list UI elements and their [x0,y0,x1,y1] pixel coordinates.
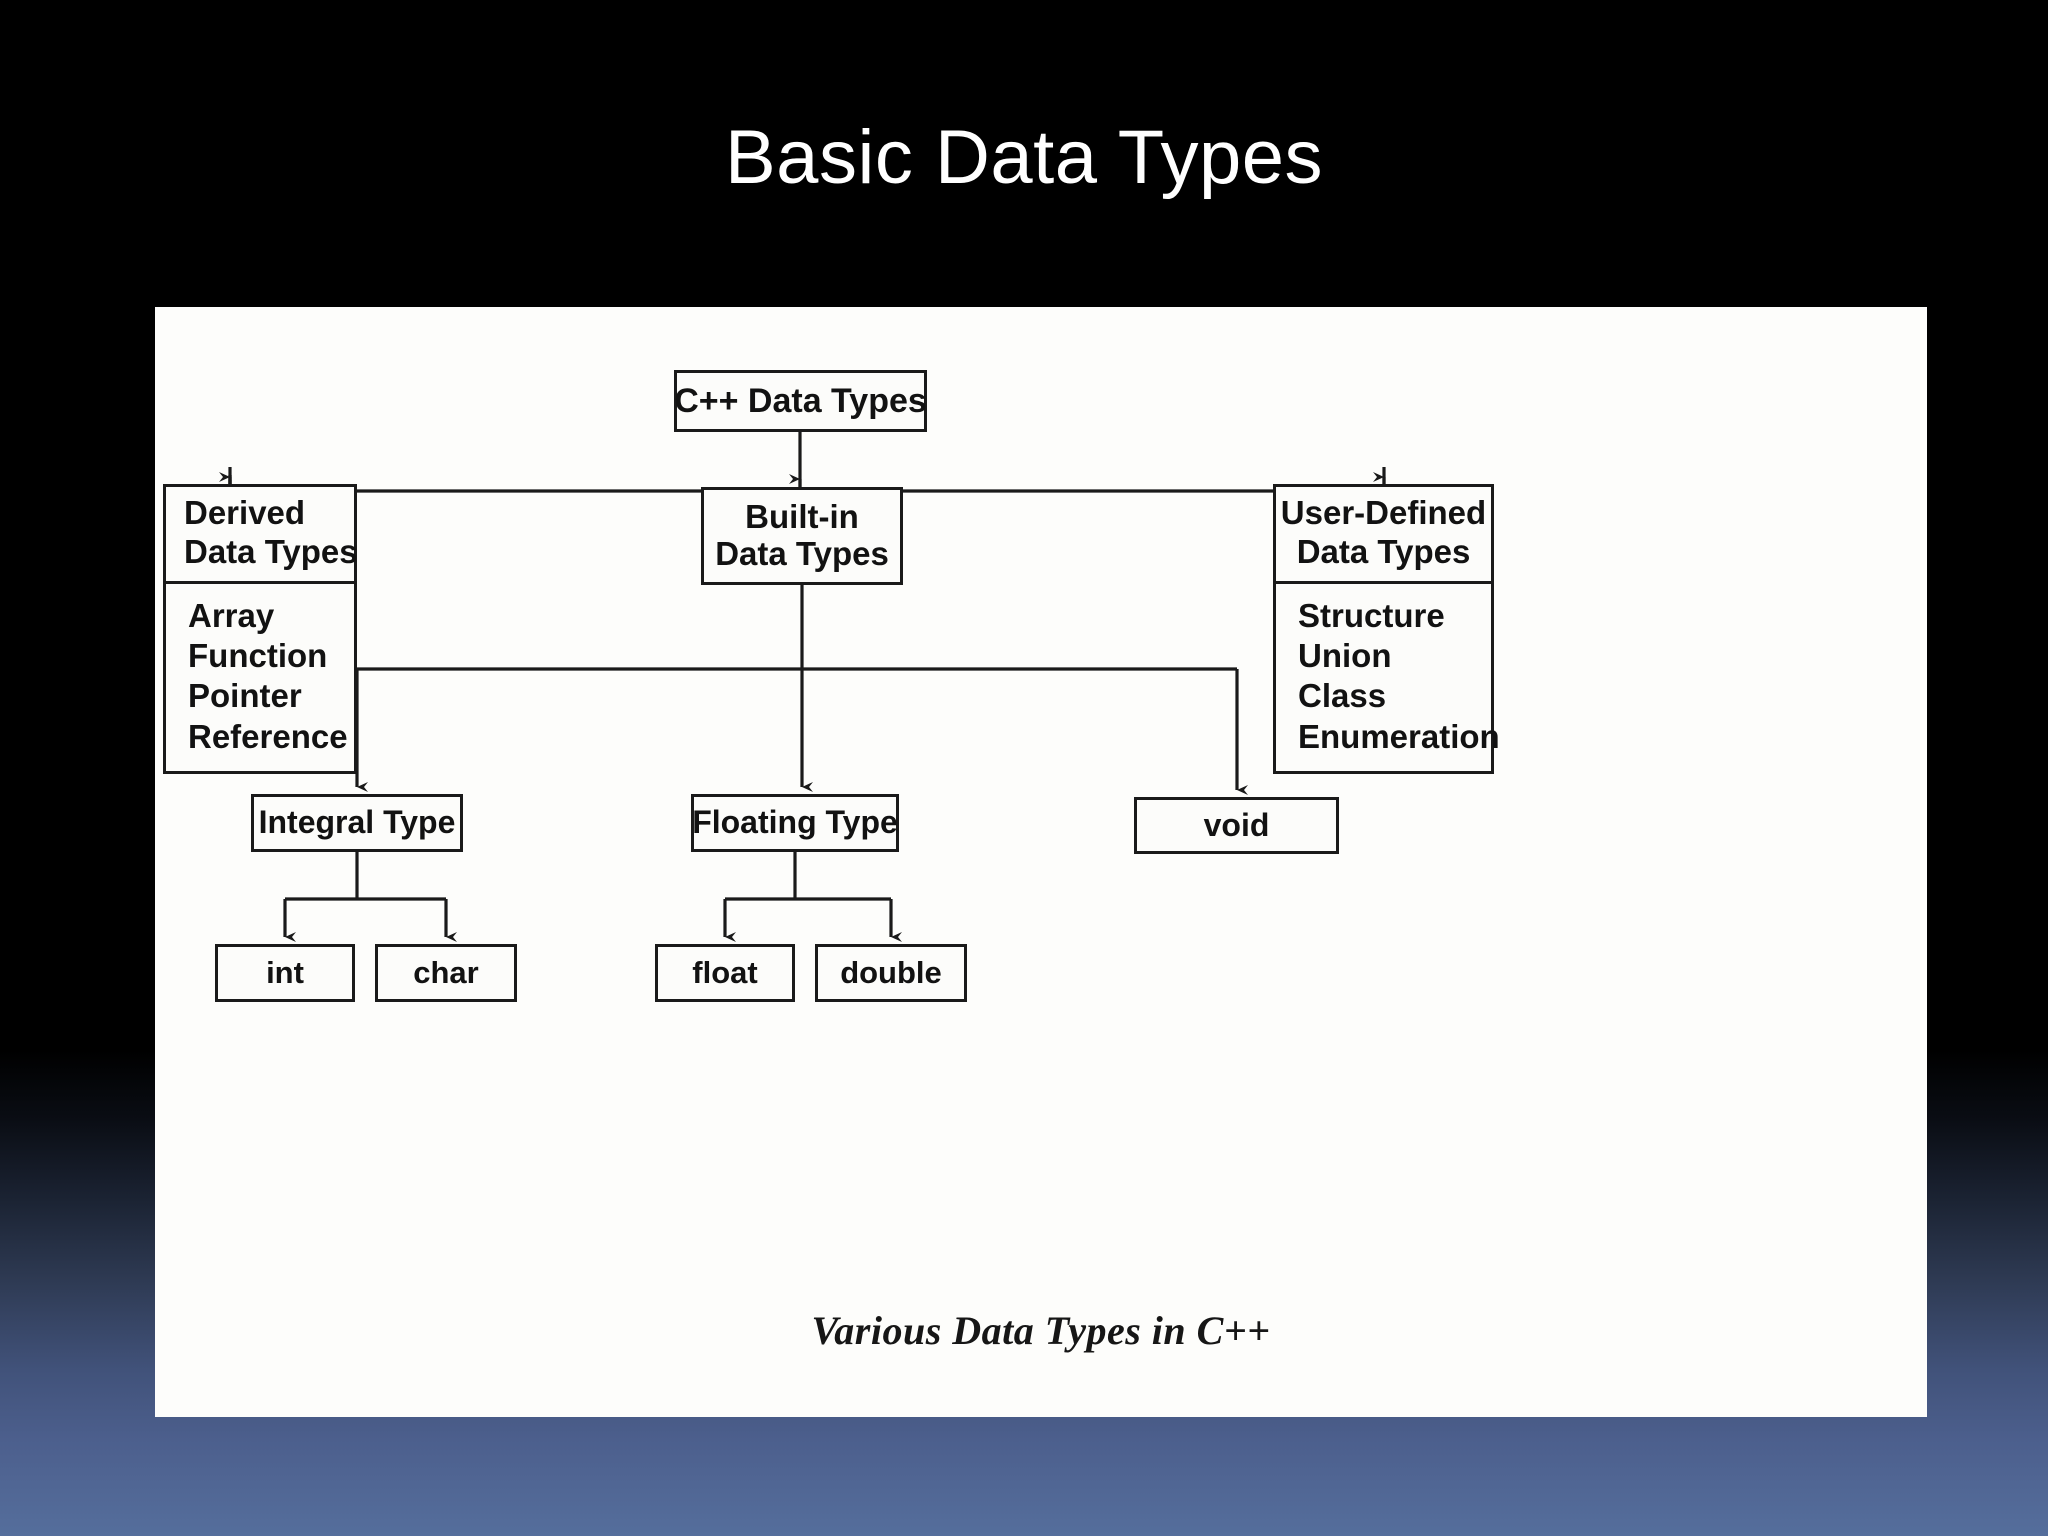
node-label: char [413,954,479,990]
node-label: void [1203,806,1270,843]
list-item: Structure [1298,596,1445,634]
node-label: int [266,954,304,990]
node-void[interactable]: void [1134,797,1339,854]
node-label: Integral Type [258,804,456,841]
node-label: Floating Type [692,804,898,841]
list-item: Reference [188,717,348,755]
node-title-line-1: User-Defined [1280,494,1487,531]
figure-panel: C++ Data Types Derived Data Types Array … [155,307,1927,1417]
list-item: Class [1298,677,1387,715]
node-title-line-1: Built-in [745,498,859,536]
node-builtin-data-types[interactable]: Built-in Data Types [701,487,903,585]
page-title: Basic Data Types [724,115,1323,200]
list-item: Function [188,637,328,675]
node-item-list: Structure Union Class Enumeration [1276,584,1500,769]
list-item: Pointer [188,677,302,715]
node-label: float [692,954,758,990]
node-title-line-2: Data Types [1296,532,1471,570]
list-item: Enumeration [1298,717,1500,755]
figure-canvas: C++ Data Types Derived Data Types Array … [155,307,1927,1417]
node-derived-data-types[interactable]: Derived Data Types Array Function Pointe… [163,484,358,774]
node-header: Derived Data Types [166,487,358,584]
node-float[interactable]: float [655,944,795,1002]
list-item: Union [1298,637,1392,675]
node-char[interactable]: char [375,944,517,1002]
node-title-line-1: Derived [184,494,306,531]
node-title-line-2: Data Types [184,532,358,570]
node-user-defined-data-types[interactable]: User-Defined Data Types Structure Union … [1273,484,1500,774]
node-label: C++ Data Types [674,381,927,420]
node-header: User-Defined Data Types [1276,487,1491,584]
node-item-list: Array Function Pointer Reference [166,584,354,769]
figure-caption: Various Data Types in C++ [811,1308,1271,1353]
node-label: double [840,954,942,990]
node-double[interactable]: double [815,944,967,1002]
node-cpp-data-types[interactable]: C++ Data Types [674,370,927,432]
node-floating-type[interactable]: Floating Type [691,794,899,852]
node-int[interactable]: int [215,944,355,1002]
list-item: Array [188,596,275,634]
node-title-line-2: Data Types [715,535,889,572]
diagram-connectors [219,432,1386,942]
node-integral-type[interactable]: Integral Type [251,794,463,852]
